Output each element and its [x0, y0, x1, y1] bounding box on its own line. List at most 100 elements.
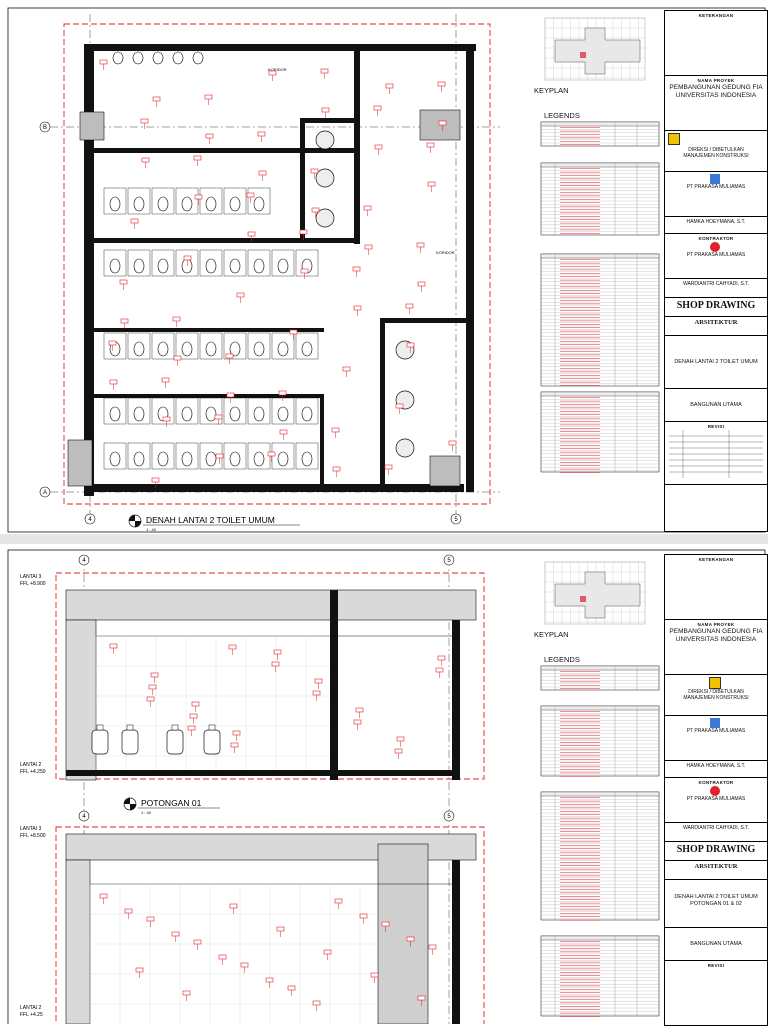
- tag-box: [359, 913, 368, 919]
- urinal-icon: [172, 51, 184, 65]
- keyplan-label-2: KEYPLAN: [534, 630, 569, 639]
- project-box: NAMA PROYEK PEMBANGUNAN GEDUNG FIA UNIVE…: [665, 76, 767, 131]
- cubicle-partition: [271, 249, 295, 277]
- shop-drawing-label-2: SHOP DRAWING: [665, 842, 767, 861]
- urinal-row-top: [112, 51, 204, 65]
- tag-box: [384, 464, 393, 470]
- tag-box: [140, 118, 149, 124]
- tag-box: [146, 696, 155, 702]
- tag-box: [204, 94, 213, 100]
- tag-box: [141, 157, 150, 163]
- tag-box: [173, 355, 182, 361]
- legends-label: LEGENDS: [544, 111, 580, 120]
- ffl-lantai-2: FFL +4.250: [20, 769, 46, 775]
- toilet-icon: [229, 341, 241, 357]
- ministry-logo-icon: [668, 133, 680, 145]
- tag-box: [257, 131, 266, 137]
- tag-box: [189, 713, 198, 719]
- tag-box: [124, 908, 133, 914]
- tag-box: [405, 303, 414, 309]
- tag-box: [99, 59, 108, 65]
- legend-tables-2: [540, 665, 660, 1017]
- grid-bubble-4: 4: [84, 513, 96, 525]
- svg-text:4: 4: [82, 558, 86, 564]
- tag-box: [226, 392, 235, 398]
- cubicle-partition: [199, 397, 223, 425]
- tag-box: [373, 105, 382, 111]
- toilet-icon: [205, 406, 217, 422]
- toilet-icon: [133, 341, 145, 357]
- toilet-icon: [157, 341, 169, 357]
- toilet-icon: [133, 258, 145, 274]
- engineer-name-2: WARDIANTRI CAHYADI, S.T.: [665, 823, 767, 842]
- tag-box: [435, 667, 444, 673]
- cubicle-partition: [175, 187, 199, 215]
- title-block-2: KETERANGAN NAMA PROYEK PEMBANGUNAN GEDUN…: [664, 554, 768, 1026]
- tag-box: [232, 730, 241, 736]
- tag-box: [247, 231, 256, 237]
- urinal-elevation-icon: [121, 729, 139, 755]
- toilet-icon: [277, 451, 289, 467]
- tag-box: [230, 742, 239, 748]
- cubicle-partition: [175, 332, 199, 360]
- grid-bubble-5: 5: [450, 513, 462, 525]
- section-01-annotation-tags: [109, 643, 446, 759]
- tag-box: [265, 977, 274, 983]
- tag-box: [135, 967, 144, 973]
- grid-bubble-5-top: 5: [443, 554, 455, 566]
- tag-box: [193, 939, 202, 945]
- legend-header: [540, 791, 660, 797]
- tag-box: [320, 68, 329, 74]
- section-02-annotation-tags: [99, 893, 437, 1011]
- toilet-icon: [181, 451, 193, 467]
- structural-columns: [67, 109, 461, 487]
- keyplan-building: [554, 571, 641, 619]
- tag-box: [352, 266, 361, 272]
- toilet-icon: [229, 196, 241, 212]
- toilet-icon: [229, 451, 241, 467]
- cubicle-partition: [223, 397, 247, 425]
- engineer-name: WARDIANTRI CAHYADI, S.T.: [665, 279, 767, 298]
- toilet-icon: [253, 451, 265, 467]
- cubicle-partition: [175, 249, 199, 277]
- tag-box: [314, 678, 323, 684]
- svg-text:B: B: [43, 125, 47, 131]
- cubicle-partition: [103, 397, 127, 425]
- tag-box: [289, 329, 298, 335]
- keyplan-diagram-2: [544, 561, 646, 625]
- section-01-slab: [65, 589, 477, 781]
- toilet-cubicles: [103, 187, 319, 470]
- tag-box: [312, 690, 321, 696]
- red-annotation-tags: [99, 59, 457, 488]
- tag-box: [191, 701, 200, 707]
- tag-box: [437, 655, 446, 661]
- svg-text:5: 5: [447, 558, 451, 564]
- cubicle-partition: [247, 187, 271, 215]
- toilet-icon: [133, 406, 145, 422]
- toilet-icon: [109, 406, 121, 422]
- washbasin-icon: [315, 130, 335, 150]
- cubicle-partition: [271, 332, 295, 360]
- tag-box: [310, 168, 319, 174]
- shop-drawing-label: SHOP DRAWING: [665, 298, 767, 317]
- urinal-elevation-icon: [166, 729, 184, 755]
- toilet-icon: [109, 451, 121, 467]
- toilet-icon: [229, 258, 241, 274]
- toilet-icon: [301, 406, 313, 422]
- toilet-icon: [157, 451, 169, 467]
- tag-box: [426, 142, 435, 148]
- tag-box: [109, 643, 118, 649]
- tag-box: [246, 192, 255, 198]
- ministry-logo-icon: [708, 677, 721, 689]
- tag-box: [267, 451, 276, 457]
- plan-title: DENAH LANTAI 2 TOILET UMUM: [146, 515, 275, 525]
- sheet-separator: [0, 534, 768, 544]
- grid-bubble-4-mid: 4: [78, 810, 90, 822]
- legend-table: [540, 391, 660, 473]
- sheet-floor-plan: KORIDOR KORIDOR 4 5 B A DENAH LANTAI 2 T…: [7, 7, 768, 533]
- tag-box: [171, 931, 180, 937]
- tag-box: [152, 96, 161, 102]
- ffl-lantai-2b: FFL +4.25: [20, 1012, 43, 1018]
- legend-header: [540, 705, 660, 711]
- toilet-icon: [109, 258, 121, 274]
